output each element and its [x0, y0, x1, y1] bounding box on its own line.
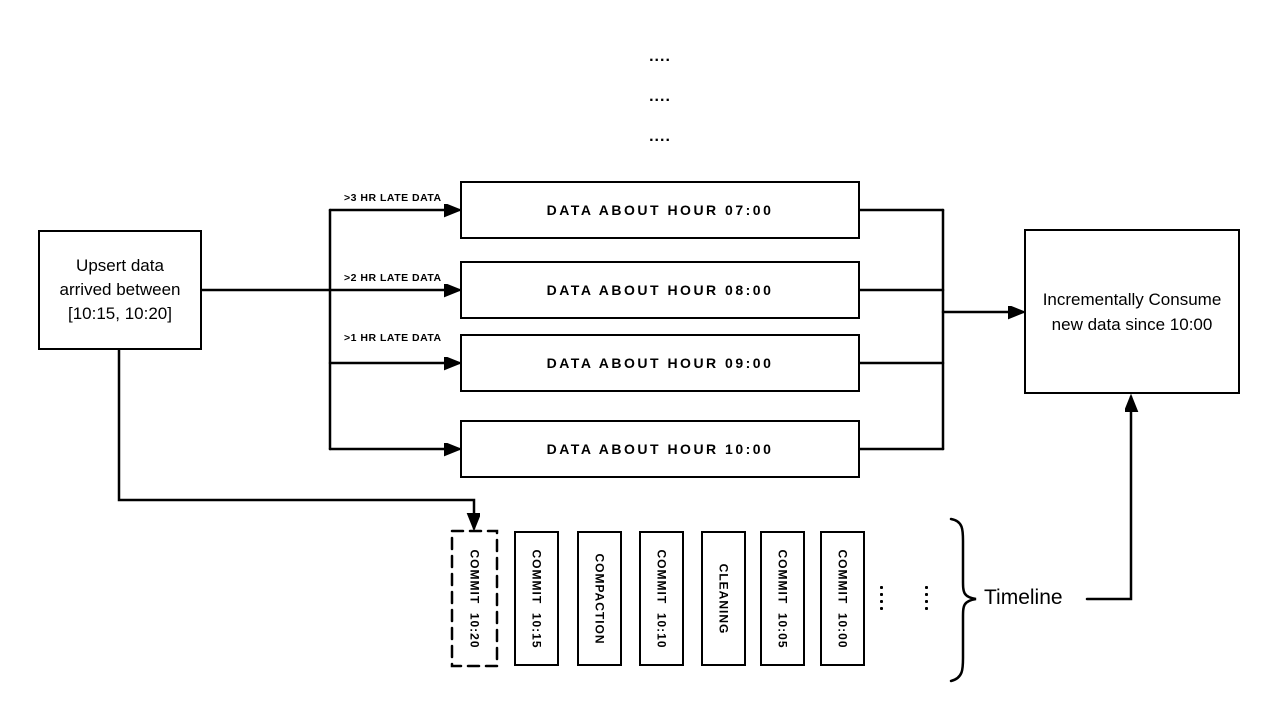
data-hour-0700-box: DATA ABOUT HOUR 07:00 — [460, 181, 860, 239]
timeline-brace — [949, 517, 977, 683]
late-data-label-2hr: >2 HR LATE DATA — [344, 272, 442, 284]
commit-box-label: COMMIT 10:05 — [775, 548, 790, 649]
cleaning-box: CLEANING — [701, 531, 746, 666]
dashed-commit-outline — [450, 529, 499, 668]
commit-connector — [117, 348, 474, 528]
data-hour-0800-box: DATA ABOUT HOUR 08:00 — [460, 261, 860, 319]
commit-box-10-20: COMMIT 10:20 — [452, 531, 497, 666]
commit-box-label: COMMIT 10:15 — [529, 548, 544, 649]
timeline-to-consumer-connector — [1085, 397, 1131, 601]
compaction-box: COMPACTION — [577, 531, 622, 666]
commit-box-label: COMMIT 10:20 — [467, 548, 482, 649]
commit-box-10-00: COMMIT 10:00 — [820, 531, 865, 666]
late-data-label-3hr: >3 HR LATE DATA — [344, 192, 442, 204]
commit-box-10-15: COMMIT 10:15 — [514, 531, 559, 666]
continuation-dots: .... — [649, 128, 671, 145]
commit-box-10-05: COMMIT 10:05 — [760, 531, 805, 666]
incremental-consumer-box: Incrementally Consume new data since 10:… — [1024, 229, 1240, 394]
commit-box-label: COMMIT 10:00 — [835, 548, 850, 649]
vertical-ellipsis — [880, 586, 883, 610]
timeline-label: Timeline — [984, 586, 1063, 609]
data-hour-0900-box: DATA ABOUT HOUR 09:00 — [460, 334, 860, 392]
data-hour-1000-box: DATA ABOUT HOUR 10:00 — [460, 420, 860, 478]
fan-out-connectors — [200, 210, 459, 449]
commit-box-label: CLEANING — [716, 563, 731, 634]
vertical-ellipsis — [925, 586, 928, 610]
continuation-dots: .... — [649, 88, 671, 105]
commit-box-label: COMPACTION — [592, 552, 607, 645]
commit-box-label: COMMIT 10:10 — [654, 548, 669, 649]
fan-in-connectors — [858, 208, 1023, 451]
continuation-dots: .... — [649, 48, 671, 65]
upsert-source-box: Upsert data arrived between [10:15, 10:2… — [38, 230, 202, 350]
commit-box-10-10: COMMIT 10:10 — [639, 531, 684, 666]
late-data-label-1hr: >1 HR LATE DATA — [344, 332, 442, 344]
